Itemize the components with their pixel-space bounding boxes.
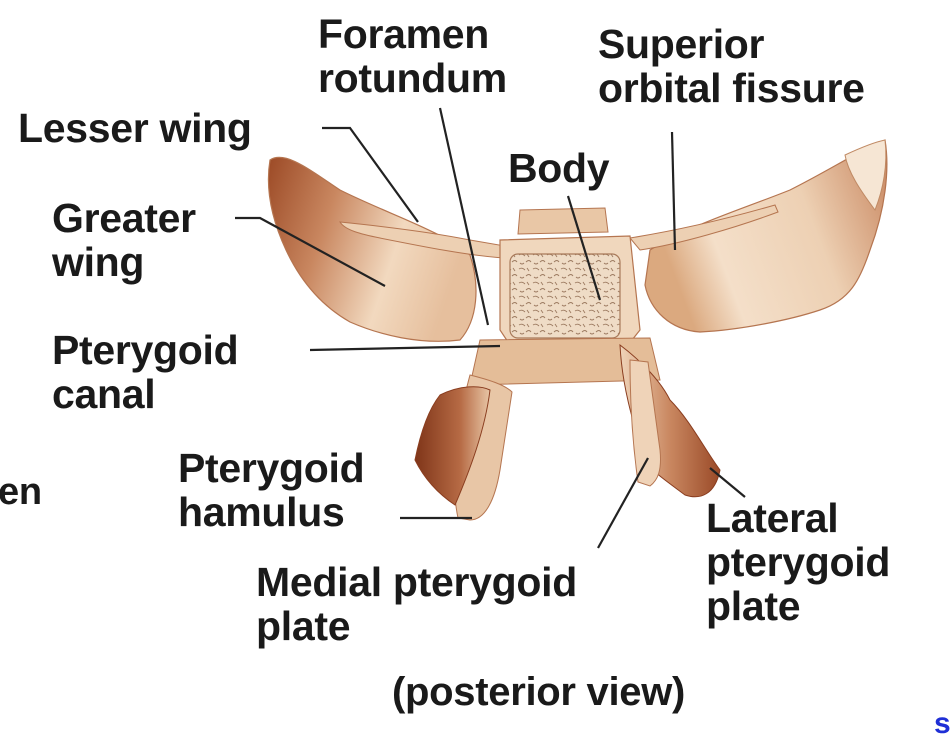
label-superior-orbital-fissure: Superior orbital fissure <box>598 22 865 110</box>
label-lateral-pterygoid-plate: Lateral pterygoid plate <box>706 496 890 628</box>
label-foramen-rotundum: Foramen rotundum <box>318 12 507 100</box>
edge-fragment-right: s <box>934 702 950 746</box>
label-greater-wing-line2: wing <box>52 240 196 284</box>
label-pterygoid-hamulus-line1: Pterygoid <box>178 446 364 490</box>
edge-fragment-left: en <box>0 470 42 514</box>
label-pterygoid-hamulus-line2: hamulus <box>178 490 364 534</box>
label-foramen-rotundum-line1: Foramen <box>318 12 507 56</box>
label-greater-wing: Greater wing <box>52 196 196 284</box>
label-medial-pterygoid-plate-line1: Medial pterygoid <box>256 560 577 604</box>
label-lesser-wing: Lesser wing <box>18 106 252 150</box>
label-medial-pterygoid-plate-line2: plate <box>256 604 577 648</box>
label-lateral-pterygoid-plate-line3: plate <box>706 584 890 628</box>
label-lateral-pterygoid-plate-line2: pterygoid <box>706 540 890 584</box>
label-superior-orbital-fissure-line1: Superior <box>598 22 865 66</box>
label-body: Body <box>508 146 609 190</box>
label-medial-pterygoid-plate: Medial pterygoid plate <box>256 560 577 648</box>
label-pterygoid-canal-line1: Pterygoid <box>52 328 238 372</box>
label-pterygoid-canal: Pterygoid canal <box>52 328 238 416</box>
label-superior-orbital-fissure-line2: orbital fissure <box>598 66 865 110</box>
caption-posterior-view: (posterior view) <box>392 670 685 714</box>
label-foramen-rotundum-line2: rotundum <box>318 56 507 100</box>
label-lateral-pterygoid-plate-line1: Lateral <box>706 496 890 540</box>
label-pterygoid-hamulus: Pterygoid hamulus <box>178 446 364 534</box>
label-greater-wing-line1: Greater <box>52 196 196 240</box>
label-pterygoid-canal-line2: canal <box>52 372 238 416</box>
